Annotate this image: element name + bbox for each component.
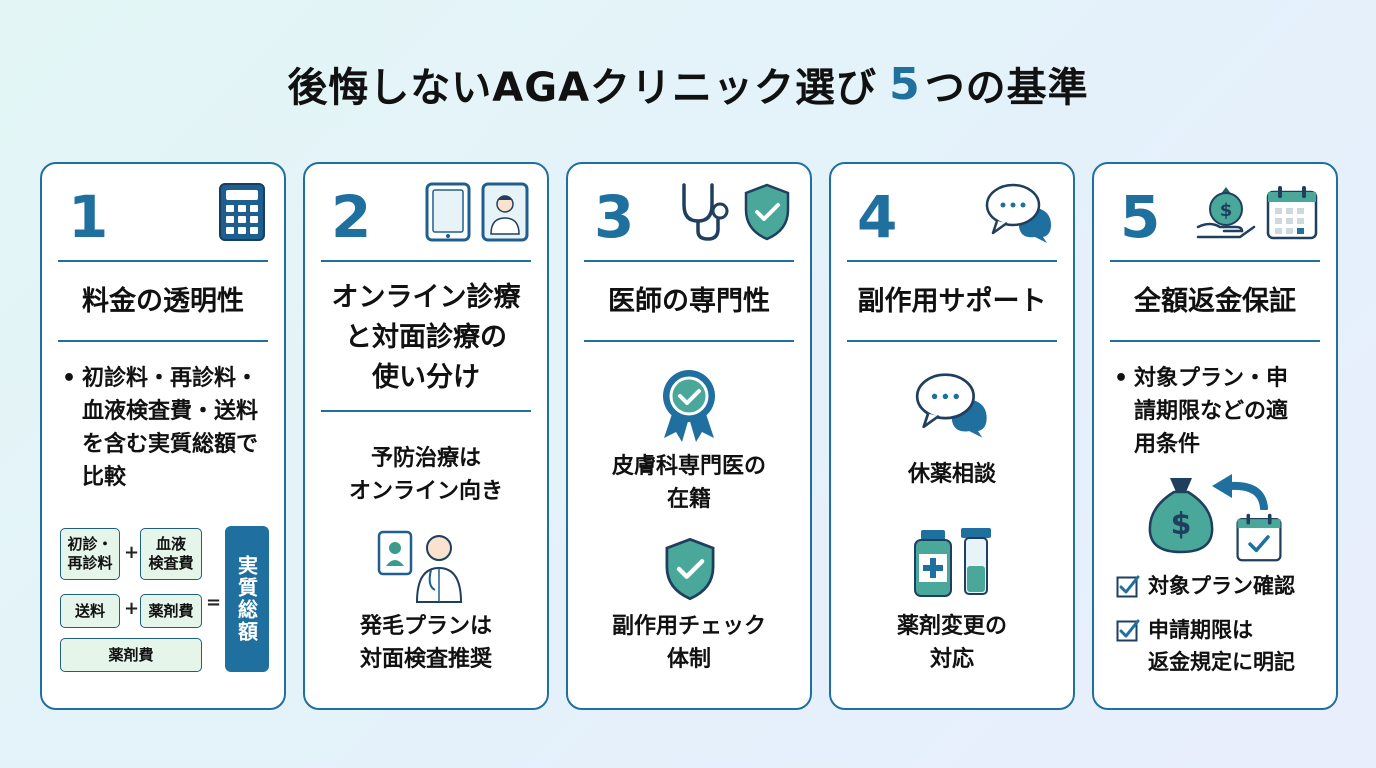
calc-total: 実質総額 xyxy=(225,526,269,672)
divider xyxy=(847,340,1057,342)
checkbox-checked-icon xyxy=(1116,619,1140,642)
checklist-item-deadline: 申請期限は 返金規定に明記 xyxy=(1116,614,1328,678)
card-number: 1 xyxy=(68,183,109,251)
doctor-portrait-icon xyxy=(481,182,529,242)
title-suffix: つの基準 xyxy=(924,65,1089,111)
calc-box-medicine-total: 薬剤費 xyxy=(60,638,202,672)
checklist-label: 対象プラン確認 xyxy=(1148,574,1295,598)
card-title: 副作用サポート xyxy=(857,286,1047,317)
card-number: 3 xyxy=(594,183,635,251)
plus-sign: + xyxy=(124,598,140,619)
online-text: 予防治療は オンライン向き xyxy=(348,446,503,504)
criterion-card-3: 3 医師の専門性 皮膚科専門医の 在籍 副作用チェック 体制 xyxy=(566,162,812,710)
title-prefix: 後悔しないAGAクリニック選び xyxy=(287,65,878,111)
medicine-change-text: 薬剤変更の 対応 xyxy=(896,614,1007,672)
criterion-card-4: 4 副作用サポート 休薬相談 薬剤変更の 対応 xyxy=(829,162,1075,710)
card-icons xyxy=(676,180,792,244)
calc-box-shipping: 送料 xyxy=(60,594,120,628)
specialist-text: 皮膚科専門医の 在籍 xyxy=(611,454,766,512)
criterion-card-2: 2 オンライン診療 と対面診療の 使い分け 予防治療は オンライン向き 発毛プラ… xyxy=(303,162,549,710)
criterion-card-5: 5 $ 全額返金保証 対象プラン・申請期限などの適用条件 $ xyxy=(1092,162,1338,710)
bullet-item: 初診料・再診料・血液検査費・送料を含む実質総額で比較 xyxy=(62,362,274,494)
divider xyxy=(58,340,268,342)
divider xyxy=(1110,260,1320,262)
money-hand-icon: $ xyxy=(1196,187,1256,239)
money-bag-icon: $ xyxy=(1148,478,1214,554)
page-title: 後悔しないAGAクリニック選び 5 つの基準 xyxy=(0,52,1376,116)
svg-text:$: $ xyxy=(1220,200,1233,221)
calc-box-first-visit: 初診・ 再診料 xyxy=(60,528,120,580)
calculator-icon xyxy=(219,183,265,241)
in-person-text: 発毛プランは 対面検査推奨 xyxy=(359,614,492,672)
test-tube-icon xyxy=(961,528,991,595)
card-title: オンライン診療 と対面診療の 使い分け xyxy=(331,282,521,393)
card-title: 料金の透明性 xyxy=(82,286,244,317)
checklist-label: 申請期限は 返金規定に明記 xyxy=(1148,618,1295,674)
bullet-list: 初診料・再診料・血液検査費・送料を含む実質総額で比較 xyxy=(62,362,274,494)
calendar-icon xyxy=(1236,513,1282,562)
equals-sign: = xyxy=(206,592,222,613)
svg-text:$: $ xyxy=(1171,507,1192,542)
title-number: 5 xyxy=(889,58,921,110)
bullet-item: 対象プラン・申請期限などの適用条件 xyxy=(1114,362,1306,461)
calc-box-blood-test: 血液 検査費 xyxy=(140,528,202,580)
card-icons xyxy=(425,180,529,244)
chat-bubbles-icon xyxy=(985,183,1051,243)
divider xyxy=(58,260,268,262)
checkbox-checked-icon xyxy=(1116,575,1140,598)
stethoscope-icon xyxy=(682,183,729,241)
card-icons xyxy=(985,180,1055,244)
award-badge-icon xyxy=(663,370,715,442)
shield-check-icon xyxy=(665,537,715,601)
medicine-bottle-icon xyxy=(914,530,952,597)
divider xyxy=(1110,340,1320,342)
bullet-list: 対象プラン・申請期限などの適用条件 xyxy=(1114,362,1306,461)
plus-sign: + xyxy=(124,542,140,563)
calendar-icon xyxy=(1266,186,1318,240)
side-effect-check-text: 副作用チェック 体制 xyxy=(611,614,766,672)
divider xyxy=(847,260,1057,262)
calc-box-medicine: 薬剤費 xyxy=(140,594,202,628)
chat-bubbles-icon xyxy=(915,373,987,438)
divider xyxy=(584,260,794,262)
checklist-item-plan: 対象プラン確認 xyxy=(1116,570,1328,602)
return-arrow-icon xyxy=(1212,474,1268,510)
card-title: 医師の専門性 xyxy=(608,286,770,317)
card-icons: $ xyxy=(1196,180,1318,244)
divider xyxy=(584,340,794,342)
shield-check-icon xyxy=(744,183,790,241)
card-number: 2 xyxy=(331,183,372,251)
criterion-card-1: 1 料金の透明性 初診料・再診料・血液検査費・送料を含む実質総額で比較 初診・ … xyxy=(40,162,286,710)
doctor-tablet-icon xyxy=(377,530,463,603)
divider xyxy=(321,410,531,412)
card-title: 全額返金保証 xyxy=(1134,286,1296,317)
tablet-icon xyxy=(425,182,471,242)
card-number: 5 xyxy=(1120,183,1161,251)
divider xyxy=(321,260,531,262)
pause-consult-text: 休薬相談 xyxy=(907,462,996,487)
card-number: 4 xyxy=(857,183,898,251)
card-icons xyxy=(218,180,266,244)
